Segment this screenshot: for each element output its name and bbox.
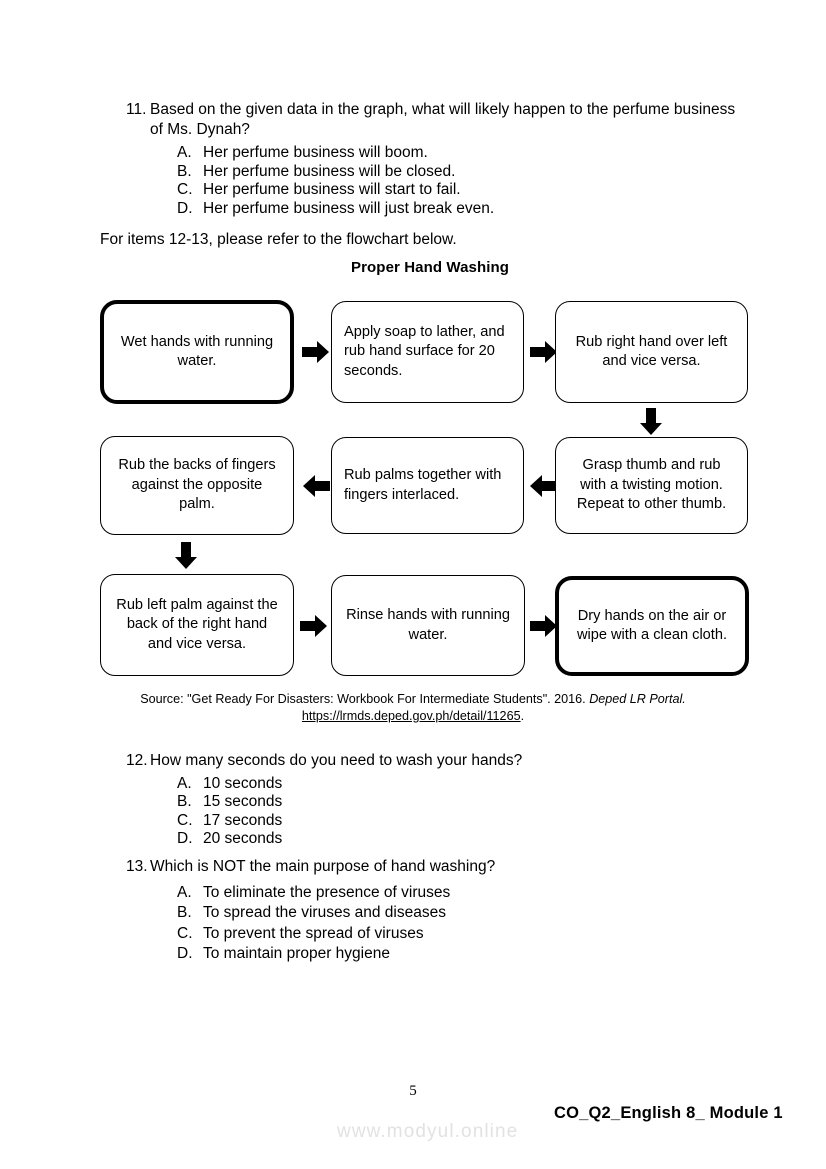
question-11-option-a[interactable]: A. Her perfume business will boom.: [177, 144, 766, 163]
question-11-option-d[interactable]: D. Her perfume business will just break …: [177, 200, 766, 219]
flowchart-arrow-right-2: [530, 341, 558, 363]
option-text: 20 seconds: [203, 830, 283, 847]
flowchart-arrow-down-2: [175, 542, 197, 570]
option-text: 17 seconds: [203, 811, 283, 829]
flowchart-step-2: Apply soap to lather, and rub hand surfa…: [331, 301, 524, 403]
question-13-option-d[interactable]: D. To maintain proper hygiene: [177, 944, 766, 965]
option-letter: B.: [177, 793, 192, 810]
flowchart-step-1: Wet hands with running water.: [100, 300, 294, 404]
site-watermark: www.modyul.online: [337, 1121, 519, 1142]
flowchart-step-7-text: Rub left palm against the back of the ri…: [116, 596, 278, 652]
question-13-option-b[interactable]: B. To spread the viruses and diseases: [177, 903, 766, 924]
flowchart-step-5-text: Rub palms together with fingers interlac…: [344, 467, 502, 503]
option-text: To maintain proper hygiene: [203, 945, 390, 962]
question-12-option-b[interactable]: B. 15 seconds: [177, 793, 766, 812]
option-text: Her perfume business will be closed.: [203, 162, 456, 180]
question-13: 13. Which is NOT the main purpose of han…: [126, 857, 766, 965]
flowchart-step-9: Dry hands on the air or wipe with a clea…: [555, 576, 749, 676]
flowchart-step-2-text: Apply soap to lather, and rub hand surfa…: [344, 323, 505, 379]
flowchart-step-1-text: Wet hands with running water.: [120, 333, 274, 370]
flowchart-step-6-text: Rub the backs of fingers against the opp…: [118, 457, 276, 513]
flowchart-source: Source: "Get Ready For Disasters: Workbo…: [0, 691, 826, 725]
flowchart-arrow-left-2: [529, 475, 557, 497]
flowchart-arrow-right-4: [530, 615, 558, 637]
question-12: 12. How many seconds do you need to wash…: [126, 751, 766, 849]
question-13-option-a[interactable]: A. To eliminate the presence of viruses: [177, 883, 766, 904]
option-letter: A.: [177, 774, 192, 792]
flowchart-step-8: Rinse hands with running water.: [331, 575, 525, 676]
flowchart-arrow-down-1: [640, 408, 662, 436]
flowchart-intro-text: For items 12-13, please refer to the flo…: [100, 231, 457, 248]
question-11-option-b[interactable]: B. Her perfume business will be closed.: [177, 163, 766, 182]
option-letter: B.: [177, 162, 192, 180]
question-12-stem: 12. How many seconds do you need to wash…: [126, 751, 766, 771]
source-url[interactable]: https://lrmds.deped.gov.ph/detail/11265: [301, 709, 521, 723]
option-letter: D.: [177, 945, 193, 962]
option-text: 10 seconds: [203, 774, 283, 792]
question-13-number: 13.: [126, 858, 148, 875]
option-letter: C.: [177, 811, 193, 829]
option-letter: A.: [177, 883, 192, 901]
option-letter: D.: [177, 199, 193, 217]
flowchart-step-4-text: Grasp thumb and rub with a twisting moti…: [576, 457, 727, 513]
flowchart-step-5: Rub palms together with fingers interlac…: [331, 437, 524, 534]
page-number: 5: [409, 1083, 417, 1099]
question-11-number: 11.: [126, 101, 147, 118]
question-12-option-a[interactable]: A. 10 seconds: [177, 775, 766, 794]
flowchart-step-3: Rub right hand over left and vice versa.: [555, 301, 748, 403]
option-text: Her perfume business will start to fail.: [203, 181, 461, 198]
question-12-option-c[interactable]: C. 17 seconds: [177, 812, 766, 831]
flowchart-title: Proper Hand Washing: [351, 259, 510, 276]
flowchart-step-3-text: Rub right hand over left and vice versa.: [575, 333, 728, 370]
option-letter: A.: [177, 144, 192, 161]
question-12-number: 12.: [126, 752, 148, 769]
question-12-text: How many seconds do you need to wash you…: [150, 752, 523, 769]
flowchart-step-8-text: Rinse hands with running water.: [346, 607, 510, 643]
source-suffix: .: [520, 709, 525, 723]
flowchart-arrow-right-1: [302, 341, 330, 363]
question-11-stem: 11. Based on the given data in the graph…: [126, 100, 766, 120]
flowchart-arrow-right-3: [300, 615, 328, 637]
source-prefix: Source: "Get Ready For Disasters: Workbo…: [140, 692, 590, 706]
option-letter: B.: [177, 904, 192, 921]
flowchart-step-6: Rub the backs of fingers against the opp…: [100, 436, 294, 535]
question-13-text: Which is NOT the main purpose of hand wa…: [150, 858, 496, 875]
option-text: Her perfume business will just break eve…: [203, 199, 495, 217]
source-publication: Deped LR Portal.: [589, 692, 686, 706]
option-letter: C.: [177, 181, 193, 198]
question-13-option-c[interactable]: C. To prevent the spread of viruses: [177, 924, 766, 945]
option-text: Her perfume business will boom.: [203, 144, 428, 161]
question-11-text-line-1: Based on the given data in the graph, wh…: [150, 101, 736, 118]
option-letter: D.: [177, 830, 193, 847]
question-13-stem: 13. Which is NOT the main purpose of han…: [126, 857, 766, 877]
flowchart-arrow-left-1: [302, 475, 330, 497]
question-11: 11. Based on the given data in the graph…: [126, 100, 766, 218]
flowchart-step-9-text: Dry hands on the air or wipe with a clea…: [576, 607, 728, 644]
option-text: To prevent the spread of viruses: [203, 924, 424, 942]
question-11-option-c[interactable]: C. Her perfume business will start to fa…: [177, 181, 766, 200]
option-text: 15 seconds: [203, 793, 283, 810]
option-text: To eliminate the presence of viruses: [203, 883, 451, 901]
question-11-text-line-2: of Ms. Dynah?: [150, 120, 250, 138]
flowchart-step-7: Rub left palm against the back of the ri…: [100, 574, 294, 676]
option-letter: C.: [177, 924, 193, 942]
module-footer-label: CO_Q2_English 8_ Module 1: [554, 1104, 783, 1122]
flowchart-step-4: Grasp thumb and rub with a twisting moti…: [555, 437, 748, 534]
question-12-option-d[interactable]: D. 20 seconds: [177, 830, 766, 849]
option-text: To spread the viruses and diseases: [203, 904, 446, 921]
